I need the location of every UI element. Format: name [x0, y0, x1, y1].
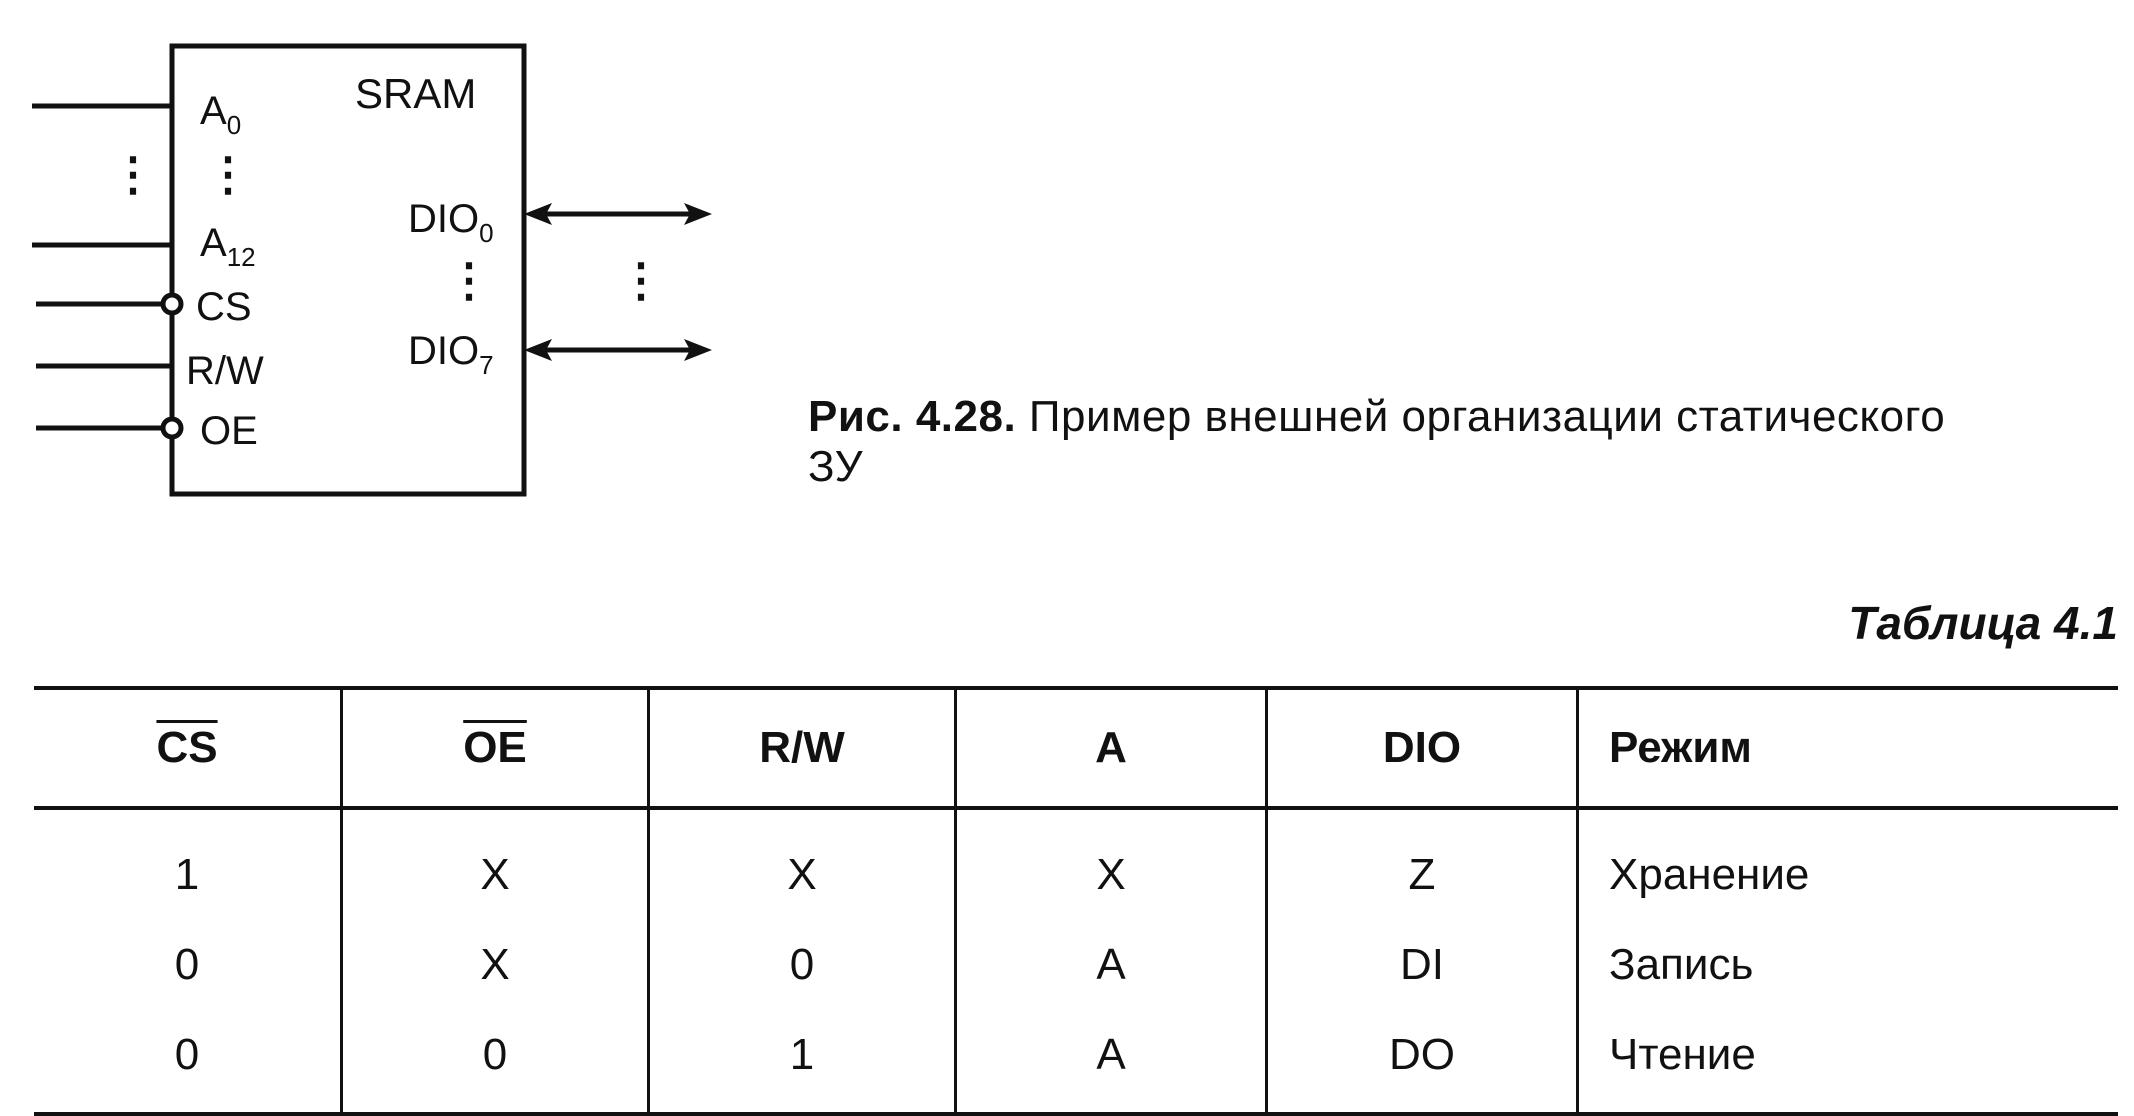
oe-inversion-bubble: [160, 416, 184, 440]
table-row: 0 0 1 A DO Чтение: [34, 1010, 2118, 1114]
pin-label-cs: CS: [196, 285, 252, 329]
bidirectional-arrow-dio0: [524, 203, 712, 225]
pin-label-a0: A0: [200, 89, 241, 140]
header-oe: OE: [341, 688, 650, 810]
table-cell: X: [955, 808, 1268, 920]
ellipsis-right-outer: ⋮: [618, 254, 664, 306]
header-rw: R/W: [648, 688, 957, 810]
chip-title: SRAM: [355, 70, 476, 117]
table-cell: 1: [648, 1010, 957, 1114]
figure-number: Рис. 4.28.: [808, 392, 1017, 441]
table-cell: X: [341, 808, 650, 920]
table-row: 0 X 0 A DI Запись: [34, 920, 2118, 1010]
table-title: Таблица 4.1: [1848, 597, 2118, 649]
table-cell: X: [341, 920, 650, 1010]
table-cell: X: [648, 808, 957, 920]
figure-caption-text: Пример внешней организации статического …: [808, 392, 1946, 491]
bidirectional-arrow-dio7: [524, 339, 712, 361]
header-dio: DIO: [1266, 688, 1579, 810]
table-cell: Чтение: [1609, 1030, 1756, 1079]
sram-chip-body: [169, 43, 527, 497]
sram-diagram: SRAM A0 A12 CS R/W OE ⋮ ⋮ ⋮ ⋮ DIO0 DIO7: [32, 43, 712, 497]
ellipsis-left-inner: ⋮: [205, 148, 251, 200]
table-cell: Запись: [1609, 940, 1754, 989]
table-cell: DO: [1266, 1010, 1579, 1114]
table-row: 1 X X X Z Хранение: [34, 808, 2118, 920]
table-cell: 1: [34, 808, 343, 920]
header-a: A: [955, 688, 1268, 810]
table-cell: A: [955, 1010, 1268, 1114]
mode-table: CS OE R/W A DIO Режим 1 X X X Z Хранение…: [34, 686, 2118, 1116]
table-cell: 0: [34, 1010, 343, 1114]
pin-label-dio7: DIO7: [408, 329, 494, 380]
cs-inversion-bubble: [160, 292, 184, 316]
pin-label-dio0: DIO0: [408, 197, 494, 248]
pin-label-oe: OE: [200, 409, 258, 453]
header-mode: Режим: [1577, 688, 2118, 810]
table-cell: DI: [1266, 920, 1579, 1010]
table-cell: 0: [341, 1010, 650, 1114]
header-cs: CS: [34, 688, 343, 810]
ellipsis-left-outer: ⋮: [110, 148, 156, 200]
table-cell: 0: [34, 920, 343, 1010]
table-cell: 0: [648, 920, 957, 1010]
pin-label-a12: A12: [200, 221, 256, 272]
table-cell: Z: [1266, 808, 1579, 920]
table-cell: Хранение: [1609, 850, 1810, 899]
pin-label-rw: R/W: [186, 349, 264, 393]
ellipsis-right-inner: ⋮: [446, 254, 492, 306]
table-header-row: CS OE R/W A DIO Режим: [34, 688, 2118, 810]
figure-caption: Рис. 4.28. Пример внешней организации ст…: [808, 392, 2008, 492]
table-cell: A: [955, 920, 1268, 1010]
